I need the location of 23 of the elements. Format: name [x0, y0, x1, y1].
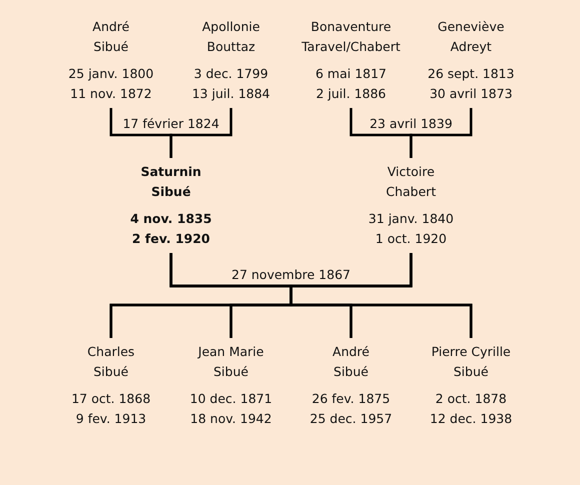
- connector-line: [170, 108, 232, 158]
- life-dates: 26 fev. 1875 25 dec. 1957: [310, 390, 392, 428]
- connector-line: [290, 253, 472, 338]
- life-dates: 10 dec. 1871 18 nov. 1942: [190, 390, 272, 428]
- person-name: André Sibué: [332, 343, 370, 381]
- life-dates: 31 janv. 1840 1 oct. 1920: [368, 210, 454, 248]
- person-name: Apollonie Bouttaz: [202, 18, 260, 56]
- person-name: Jean Marie Sibué: [198, 343, 264, 381]
- person-name: Victoire Chabert: [386, 163, 436, 201]
- person-name: Charles Sibué: [87, 343, 135, 381]
- life-dates: 4 nov. 1835 2 fev. 1920: [130, 210, 212, 248]
- life-dates: 3 dec. 1799 13 juil. 1884: [192, 65, 270, 103]
- life-dates: 6 mai 1817 2 juil. 1886: [315, 65, 387, 103]
- life-dates: 17 oct. 1868 9 fev. 1913: [71, 390, 151, 428]
- person-name: Saturnin Sibué: [140, 163, 202, 201]
- person-name: Geneviève Adreyt: [438, 18, 504, 56]
- life-dates: 25 janv. 1800 11 nov. 1872: [68, 65, 154, 103]
- person-name: Pierre Cyrille Sibué: [431, 343, 511, 381]
- person-name: André Sibué: [92, 18, 130, 56]
- life-dates: 2 oct. 1878 12 dec. 1938: [430, 390, 512, 428]
- life-dates: 26 sept. 1813 30 avril 1873: [428, 65, 514, 103]
- connector-line: [410, 108, 472, 158]
- person-name: Bonaventure Taravel/Chabert: [302, 18, 400, 56]
